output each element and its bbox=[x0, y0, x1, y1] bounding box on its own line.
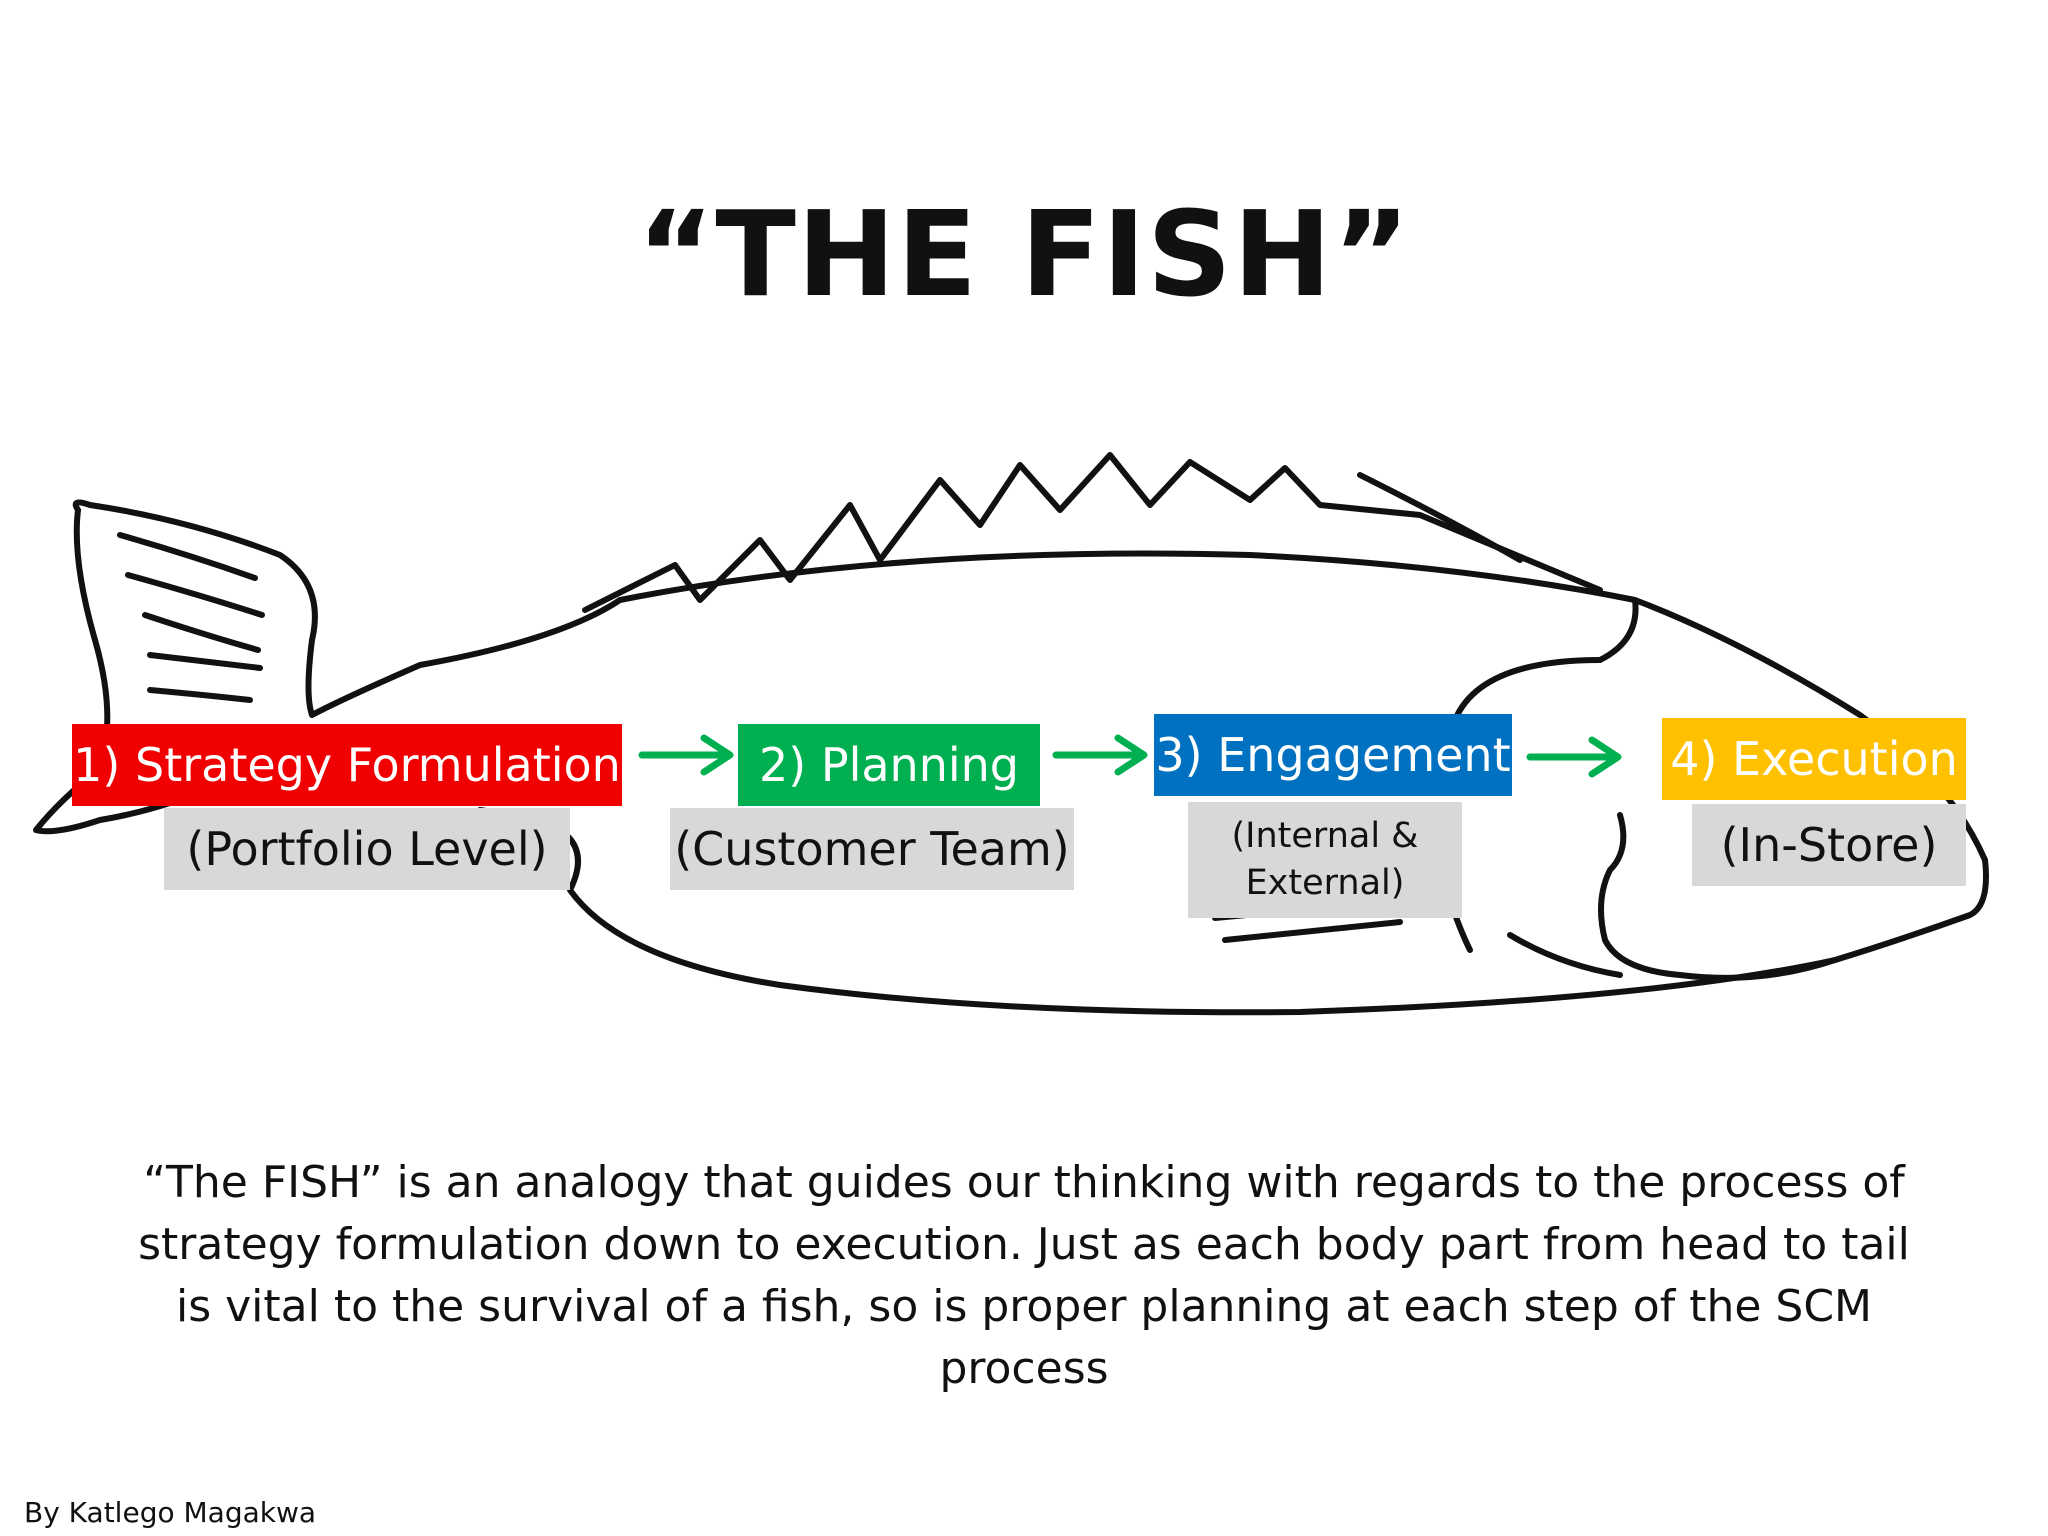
stage-strategy-formulation: 1) Strategy Formulation bbox=[72, 724, 622, 806]
stage-execution-sublabel: (In-Store) bbox=[1692, 804, 1966, 886]
stage-engagement-sublabel: (Internal & External) bbox=[1188, 802, 1462, 918]
arrow-2-to-3 bbox=[1052, 734, 1148, 776]
stage-planning-sublabel: (Customer Team) bbox=[670, 808, 1074, 890]
page-title: “THE FISH” bbox=[636, 185, 1412, 323]
arrow-3-to-4 bbox=[1526, 736, 1622, 778]
stage-engagement: 3) Engagement bbox=[1154, 714, 1512, 796]
stage-planning: 2) Planning bbox=[738, 724, 1040, 806]
arrow-1-to-2 bbox=[638, 734, 734, 776]
description-text: “The FISH” is an analogy that guides our… bbox=[138, 1157, 1910, 1394]
stage-execution: 4) Execution bbox=[1662, 718, 1966, 800]
connector-arrows bbox=[638, 734, 1622, 778]
stage-strategy-sublabel: (Portfolio Level) bbox=[164, 808, 570, 890]
author-credit: By Katlego Magakwa bbox=[24, 1496, 317, 1529]
